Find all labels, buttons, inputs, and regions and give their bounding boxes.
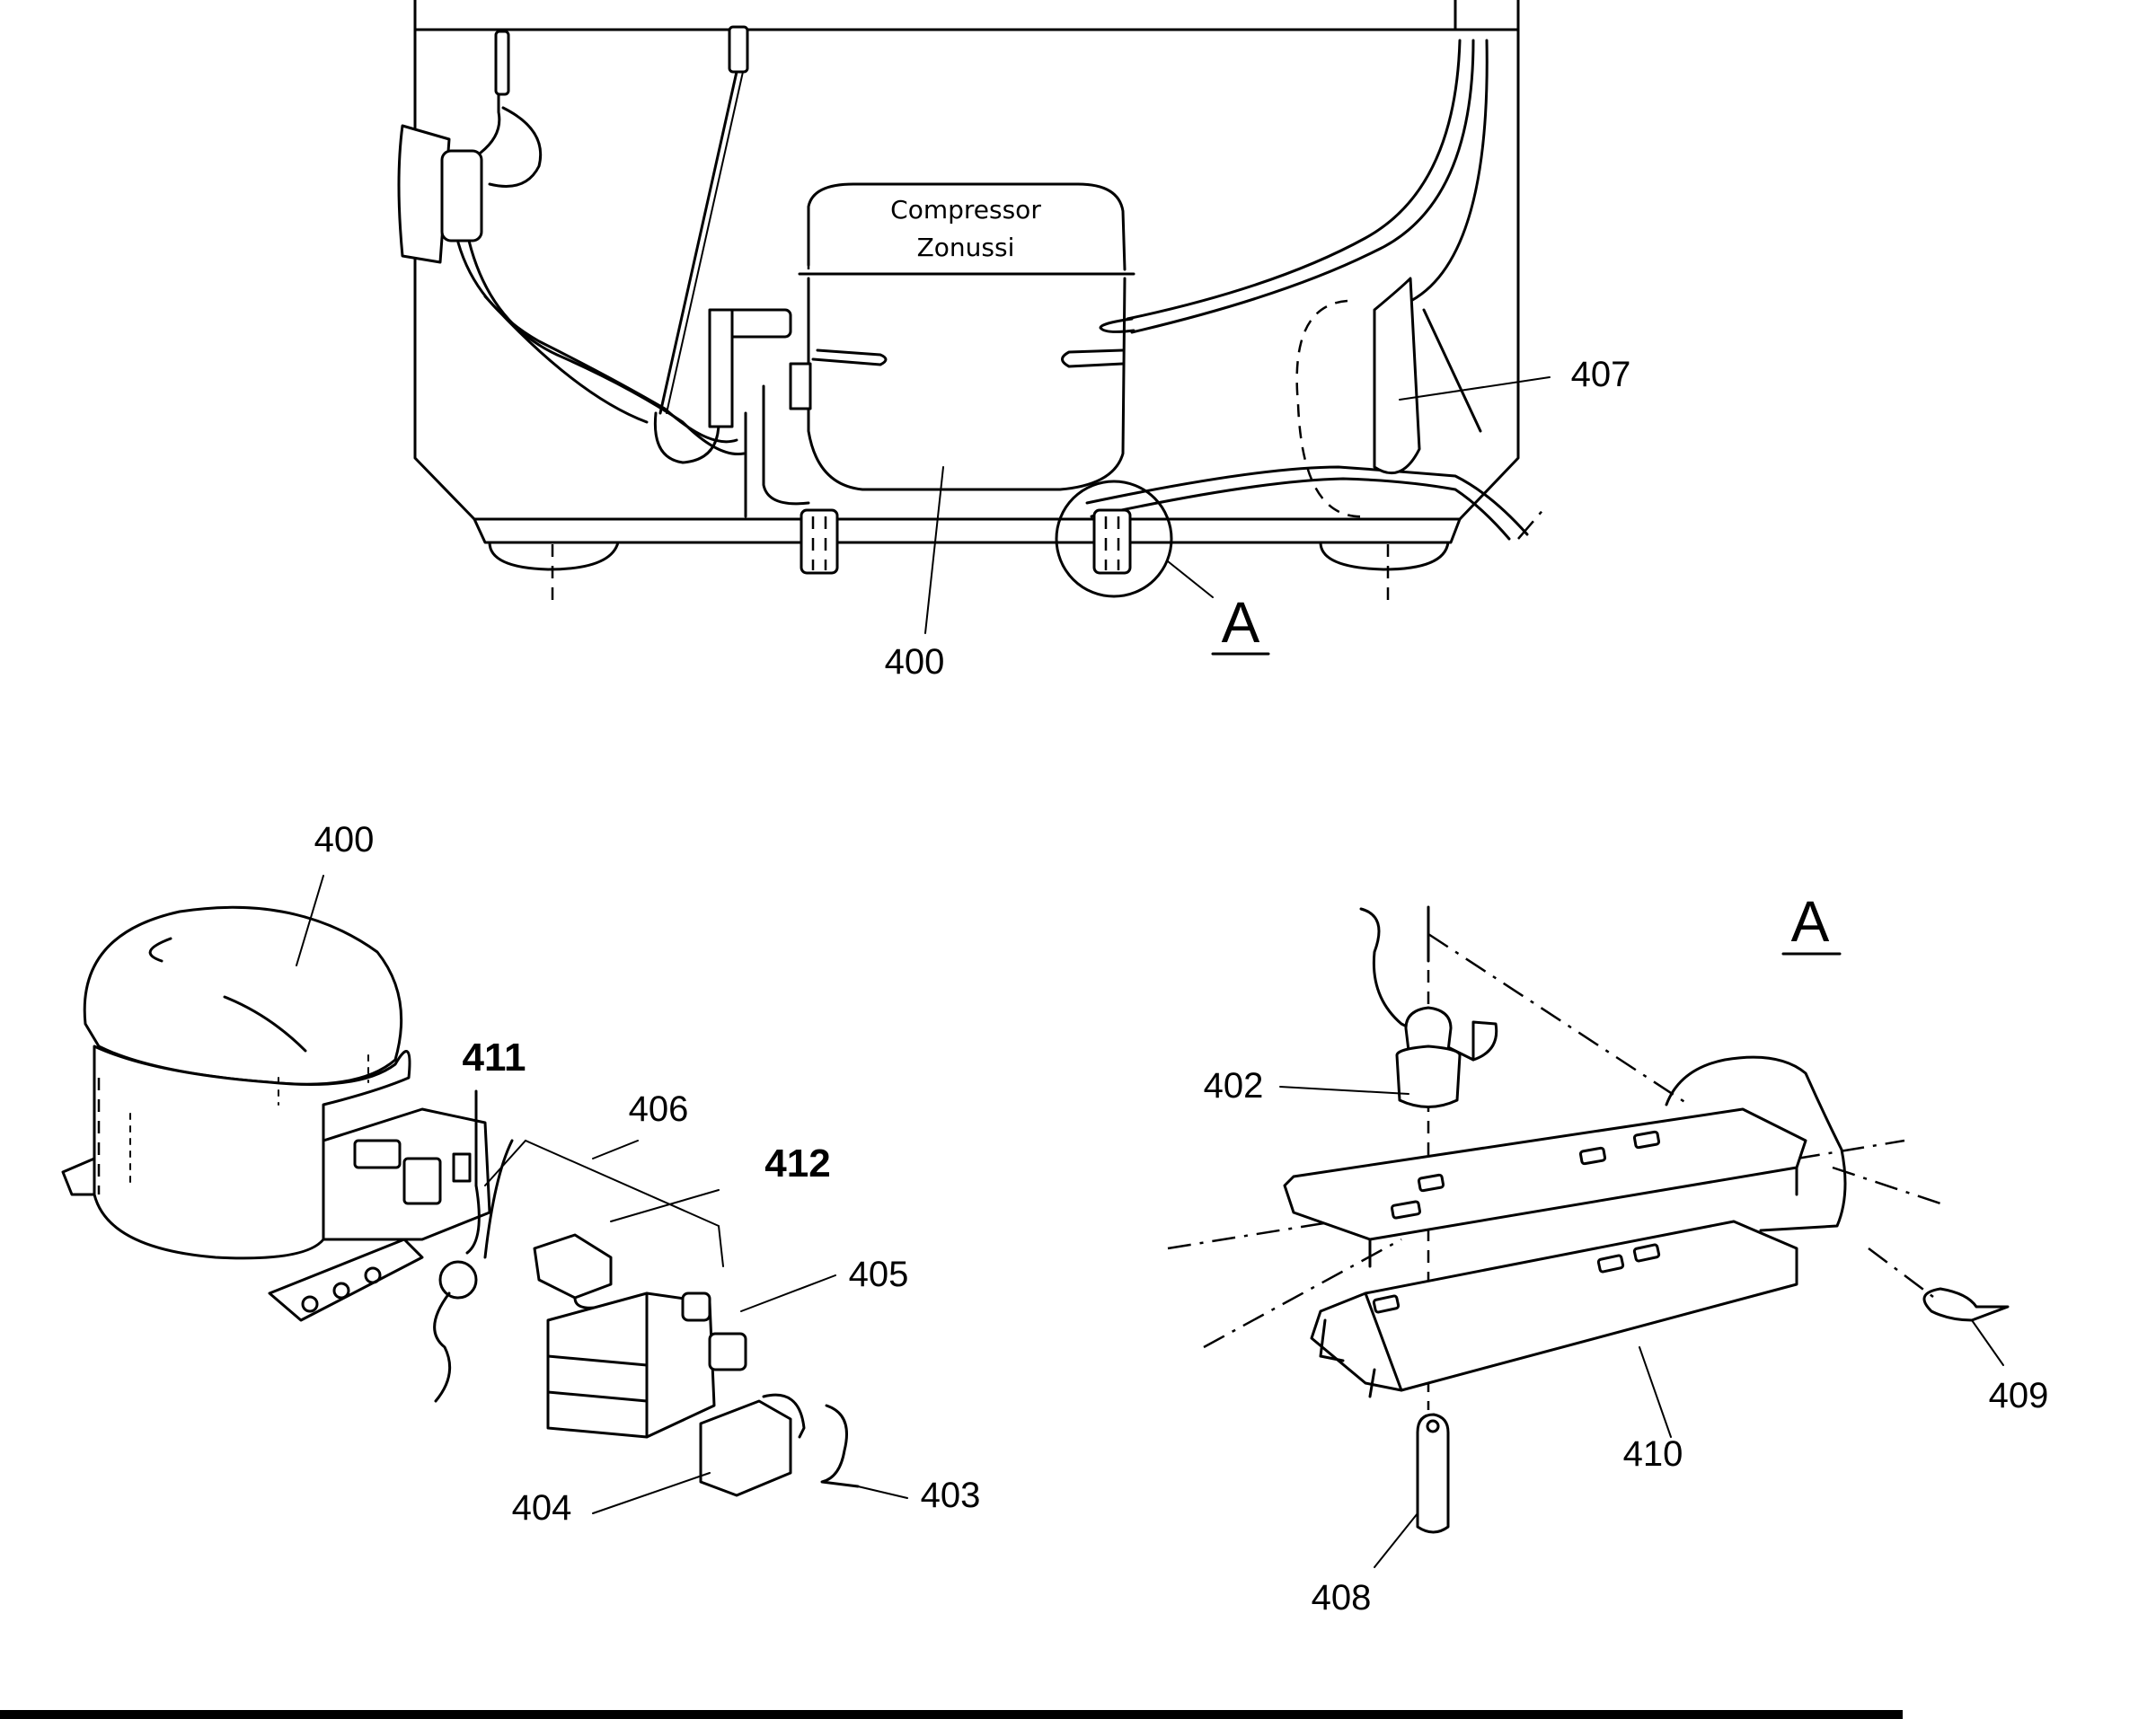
base-rail	[473, 517, 1462, 544]
mounting-rail-upper	[1283, 1107, 1807, 1241]
compressor-label-line2: Zonussi	[917, 233, 1015, 262]
callout-404: 404	[512, 1488, 572, 1528]
compressor-mount-plate	[268, 1238, 424, 1322]
detail-A-title: A	[1791, 889, 1830, 954]
detail-marker-A: A	[1222, 590, 1260, 655]
right-foot	[1319, 541, 1450, 571]
part-407-drier	[1373, 277, 1421, 475]
part-410-mounting-rail	[1310, 1220, 1798, 1392]
compressor-shell	[93, 1045, 411, 1260]
compressor-mount-right	[1092, 508, 1132, 575]
callout-403: 403	[921, 1476, 981, 1515]
callout-406: 406	[629, 1089, 689, 1129]
part-408-pin	[1416, 1413, 1450, 1534]
callout-412: 412	[764, 1142, 830, 1186]
compressor-mount-left	[800, 508, 839, 575]
left-foot	[488, 541, 620, 571]
thermostat-housing	[397, 124, 451, 264]
part-403-clip	[820, 1404, 860, 1488]
callout-411: 411	[463, 1036, 526, 1080]
compressor-label-line1: Compressor	[890, 195, 1041, 225]
compressor-electrical-exploded-view: 400 411 406 412 405 404 403	[61, 820, 981, 1528]
callout-408: 408	[1312, 1578, 1372, 1618]
compressor-body: Compressor Zonussi	[708, 182, 1135, 518]
part-404-capacitor	[699, 1399, 792, 1497]
part-409-clip	[1922, 1287, 2010, 1322]
compressor-dome	[83, 905, 403, 1086]
callout-400-iso: 400	[314, 820, 375, 860]
callout-400-top: 400	[885, 642, 945, 682]
detail-A-circle	[1055, 480, 1173, 598]
part-412-cap	[533, 1233, 613, 1300]
bottom-border-bar	[0, 1710, 1903, 1719]
callout-407: 407	[1571, 355, 1631, 394]
detail-A-view: A	[1167, 889, 2049, 1618]
callout-402: 402	[1204, 1066, 1264, 1106]
callout-410: 410	[1623, 1434, 1683, 1474]
callout-405: 405	[849, 1255, 909, 1294]
callout-409: 409	[1989, 1376, 2049, 1415]
cabinet-base-view: Compressor Zonussi	[397, 0, 1631, 682]
part-402-grommet	[1395, 1006, 1498, 1108]
